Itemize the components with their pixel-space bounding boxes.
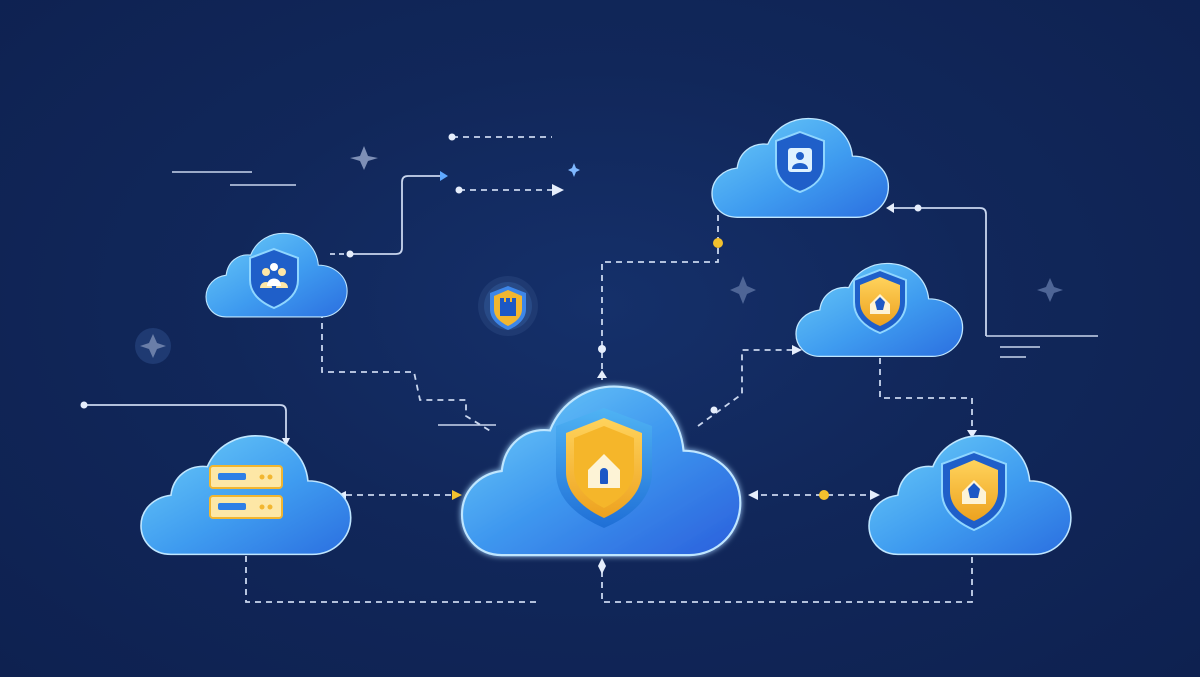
arrowhead-icon — [452, 490, 462, 500]
connector-dot — [80, 401, 88, 409]
arrowhead-icon — [792, 345, 802, 355]
arrowhead-icon — [440, 171, 448, 181]
decorations — [172, 171, 1098, 426]
sparkle-icon — [140, 334, 166, 358]
connector-line — [350, 175, 440, 255]
connector-line — [888, 207, 987, 336]
server-rack-icon — [209, 465, 283, 519]
sparkle-icon — [1037, 278, 1063, 302]
connector-dot — [448, 133, 456, 141]
sparkle-icon — [350, 146, 378, 170]
sparkle-icon — [730, 276, 756, 304]
arrowhead-icon — [552, 184, 564, 196]
accent-node — [713, 238, 723, 248]
arrowhead-icon — [967, 430, 977, 438]
shield-user-icon — [775, 130, 825, 194]
arrowhead-icon — [886, 203, 894, 213]
connector-line — [84, 404, 287, 440]
connector-line — [697, 349, 800, 427]
connector-nodes — [80, 133, 977, 574]
connector-dot — [598, 345, 606, 353]
shield-castle-badge-icon — [478, 276, 538, 336]
shield-home-icon — [853, 268, 907, 335]
arrowhead-icon — [597, 370, 607, 378]
arrowhead-icon — [282, 438, 290, 446]
diamond-node-icon — [598, 558, 606, 574]
connector-dot — [455, 186, 463, 194]
arrowhead-icon — [748, 490, 758, 500]
connector-line — [245, 556, 536, 603]
connector-line — [879, 358, 973, 438]
shield-lock-icon — [556, 408, 652, 528]
connector-dot — [914, 204, 922, 212]
sparkle-icon — [568, 163, 580, 177]
connector-dot — [710, 406, 718, 414]
connector-dot — [346, 250, 354, 258]
connector-line — [601, 214, 719, 380]
connector-line — [601, 556, 973, 603]
shield-team-icon — [249, 247, 299, 310]
sparkles — [135, 146, 1063, 364]
arrowhead-icon — [870, 490, 880, 500]
accent-node — [819, 490, 829, 500]
connector-line — [321, 312, 493, 433]
shield-home-icon — [941, 450, 1007, 532]
